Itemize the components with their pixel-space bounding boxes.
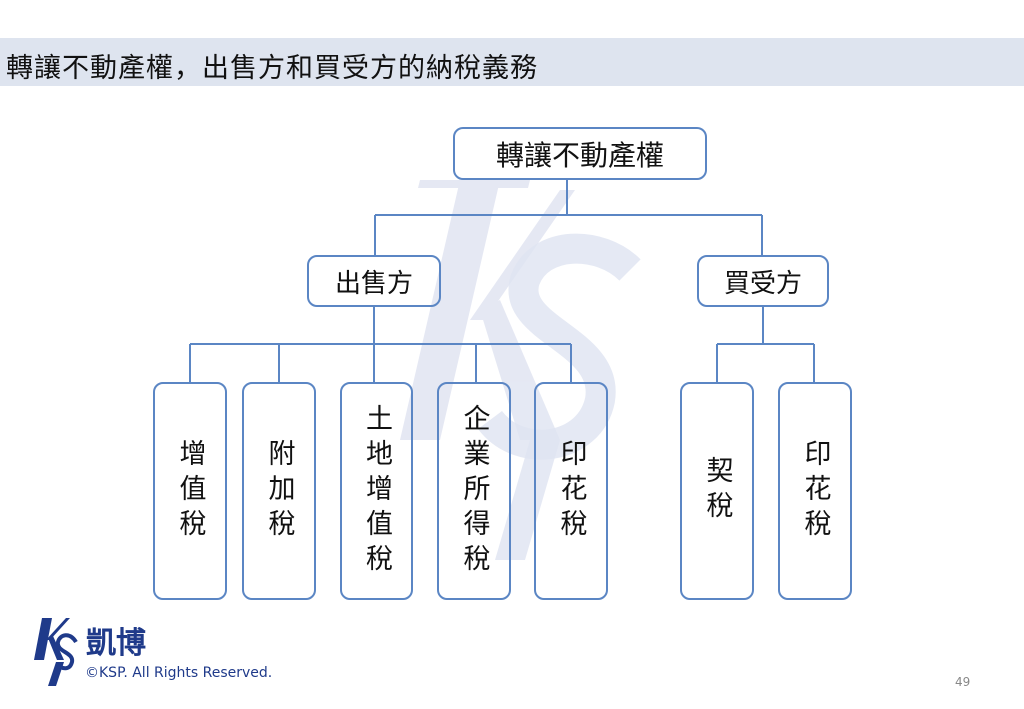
buyer-tax-stamp: 印花稅 [778, 382, 852, 600]
brand-name: 凱博 [86, 626, 146, 661]
seller-node: 出售方 [307, 255, 441, 307]
buyer-node: 買受方 [697, 255, 829, 307]
seller-tax-land-vat: 土地增值稅 [340, 382, 413, 600]
copyright: ©KSP. All Rights Reserved. [85, 665, 273, 681]
buyer-tax-deed: 契稅 [680, 382, 754, 600]
seller-tax-vat: 增值稅 [153, 382, 227, 600]
slide-title: 轉讓不動產權，出售方和買受方的納稅義務 [6, 53, 538, 84]
seller-tax-income: 企業所得稅 [437, 382, 511, 600]
seller-tax-surcharge: 附加稅 [242, 382, 316, 600]
page-number: 49 [955, 675, 971, 689]
title-bar: 轉讓不動產權，出售方和買受方的納稅義務 [0, 38, 1024, 86]
root-node: 轉讓不動產權 [453, 127, 707, 180]
seller-tax-stamp: 印花稅 [534, 382, 608, 600]
